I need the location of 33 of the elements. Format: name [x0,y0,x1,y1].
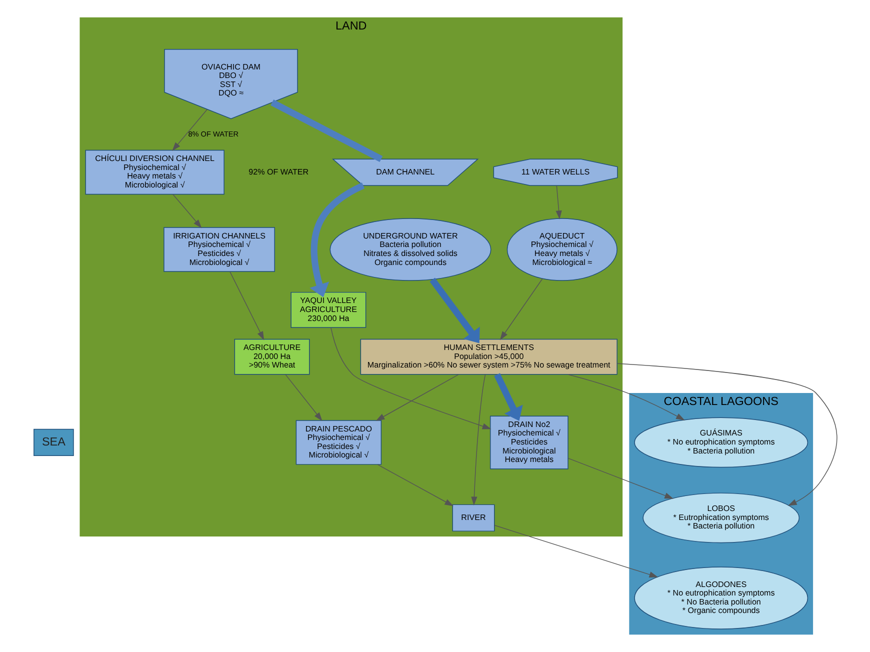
arrow [567,458,673,499]
connector [270,100,382,162]
node-ellipse: AQUEDUCT Physiochemical √ Heavy metals √ Microbiological ≈ [506,218,617,281]
node-box: AGRICULTURE 20,000 Ha >90% Wheat [234,338,310,375]
arrow [555,185,562,220]
arrow [172,109,207,152]
node-box: DRAIN No2 Physiochemical √ Pesticides Microbiological Heavy metals [489,416,568,470]
arrow [229,271,264,340]
arrow [172,194,202,228]
node-label: 92% OF WATER [248,167,308,176]
arrow [494,524,658,578]
arrow [567,374,684,420]
arrow [470,374,486,506]
arrow [616,363,837,506]
arrow [376,464,454,506]
arrow [284,374,322,422]
node-box: DRAIN PESCADO Physiochemical √ Pesticides √ Microbiological √ [295,420,382,465]
arrow [499,278,542,340]
node-box: IRRIGATION CHANNELS Physiochemical √ Pesticides √ Microbiological √ [163,227,274,272]
arrow [309,182,364,298]
node-ellipse: ALGODONES * No eutrophication symptoms * No Bacteria pollution * Organic compounds [634,566,808,630]
node-ellipse: GUÁSIMAS * No eutrophication symptoms * Bacteria pollution [634,417,808,468]
arrow [429,278,480,344]
arrow [375,374,458,421]
node-box: SEA [33,428,74,456]
node-box: HUMAN SETTLEMENTS Population >45,000 Marginalization >60% No sewer system >75% No sewage treatment [360,338,617,375]
node-box: RIVER [452,504,494,532]
arrow [494,373,522,421]
edge-label: 8% OF WATER [188,129,238,138]
node-box: YAQUI VALLEY AGRICULTURE 230,000 Ha [290,292,366,328]
node-ellipse: UNDERGROUND WATER Bacteria pollution Nitrates & dissolved solids Organic compounds [329,218,491,281]
node-box: CHÍCULI DIVERSION CHANNEL Physiochemical √ Heavy metals √ Microbiological √ [84,150,224,195]
arrow [330,327,491,430]
